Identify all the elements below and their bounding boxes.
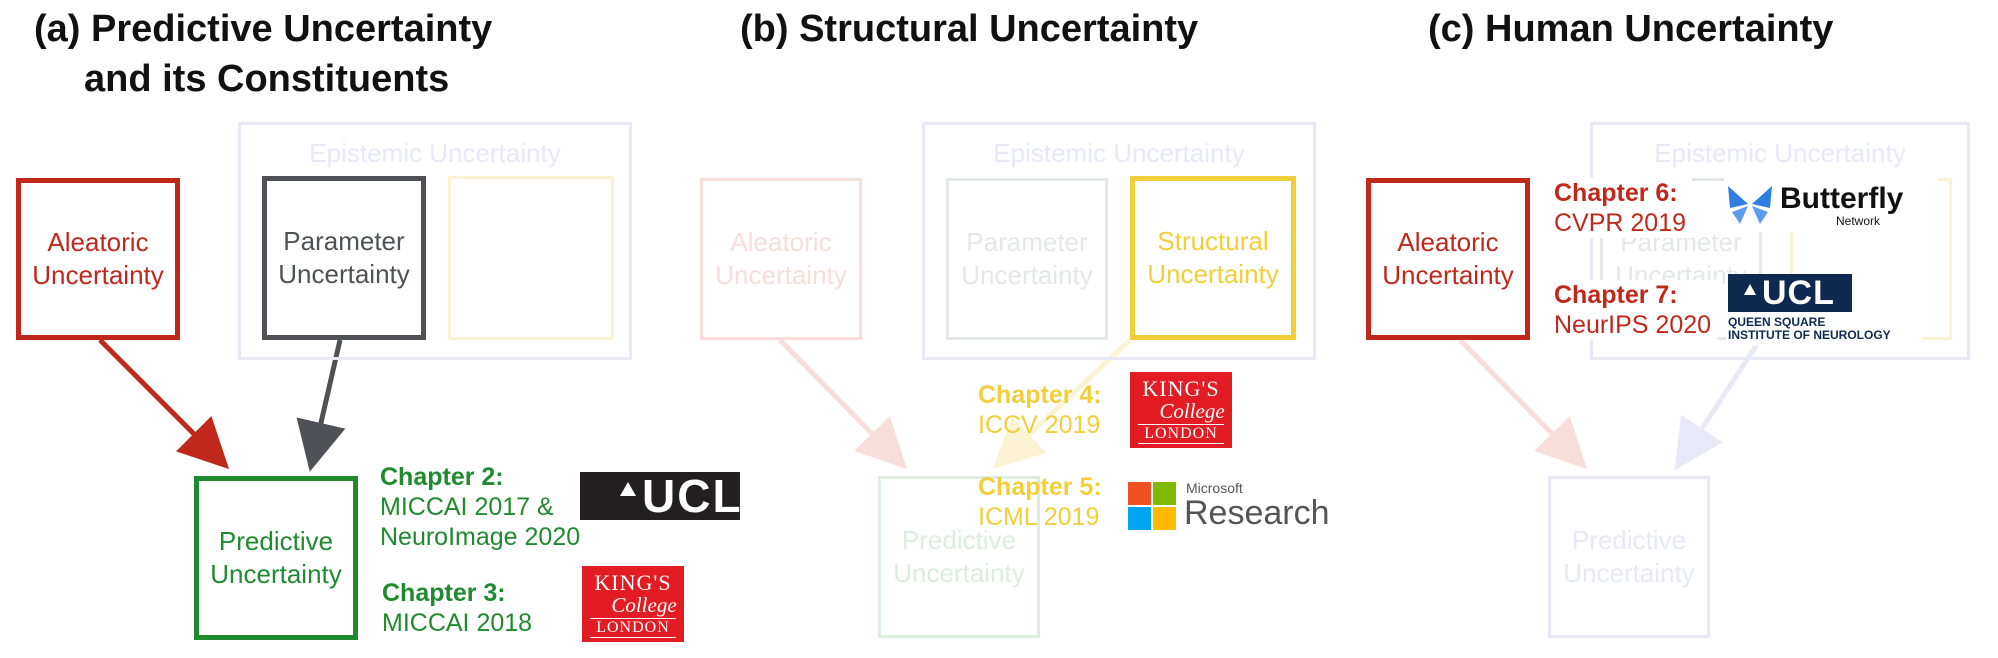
chapter-4-venue: ICCV 2019 (978, 411, 1101, 439)
parameter-faint-b-label-2: Uncertainty (961, 260, 1093, 290)
chapter-6-venue: CVPR 2019 (1554, 209, 1687, 237)
aleatoric-faint-b-label-1: Aleatoric (730, 227, 832, 257)
arrow-faint-c-right (1674, 338, 1763, 471)
structural-box-faint-a (448, 176, 614, 340)
predictive-faint-b-label-1: Predictive (901, 525, 1017, 555)
kcl-logo-a-line2: College (611, 593, 677, 617)
structural-label-2: Uncertainty (1147, 259, 1279, 289)
ms-logo-text-2: Research (1184, 494, 1330, 532)
aleatoric-faint-b-label-2: Uncertainty (715, 260, 847, 290)
aleatoric-c-label-2: Uncertainty (1382, 260, 1514, 290)
chapter-7-venue: NeurIPS 2020 (1554, 311, 1712, 339)
ms-square-yellow (1153, 507, 1176, 530)
aleatoric-label-1: Aleatoric (47, 227, 149, 257)
epistemic-container-a: Epistemic Uncertainty (238, 122, 632, 360)
aleatoric-c-label-1: Aleatoric (1397, 227, 1499, 257)
arrow-faint-b-left (778, 338, 908, 470)
kcl-logo-b: KING'S College LONDON (1130, 372, 1232, 448)
predictive-label-2: Uncertainty (210, 559, 342, 589)
title-c: (c) Human Uncertainty (1428, 8, 1834, 50)
butterfly-icon (1728, 186, 1772, 224)
arrow-parameter-to-predictive (296, 339, 346, 472)
ms-square-green (1153, 482, 1176, 505)
parameter-label-1: Parameter (283, 226, 405, 256)
ucl-logo-text: UCL (642, 470, 743, 522)
chapter-4-block: Chapter 4: ICCV 2019 (978, 380, 1102, 440)
chapter-2-block: Chapter 2: MICCAI 2017 & NeuroImage 2020 (380, 462, 580, 552)
chapter-3-venue: MICCAI 2018 (382, 609, 533, 637)
predictive-faint-b-label-2: Uncertainty (893, 558, 1025, 588)
kcl-logo-b-line2: College (1159, 399, 1225, 423)
butterfly-logo-subtext: Network (1836, 214, 1881, 228)
title-a-line1: (a) Predictive Uncertainty (34, 8, 493, 50)
ucl-qs-dome-icon (1744, 284, 1756, 295)
title-a-line2: and its Constituents (84, 58, 450, 100)
ms-logo-text-1: Microsoft (1186, 480, 1243, 496)
chapter-6-block: Chapter 6: CVPR 2019 (1554, 178, 1693, 238)
ucl-qs-mark: UCL (1728, 274, 1852, 312)
predictive-faint-c-label-1: Predictive (1571, 525, 1687, 555)
chapter-7-heading: Chapter 7: (1554, 281, 1678, 309)
epistemic-label-a: Epistemic Uncertainty (309, 138, 561, 168)
epistemic-label-b: Epistemic Uncertainty (993, 138, 1245, 168)
chapter-3-block: Chapter 3: MICCAI 2018 (382, 578, 532, 638)
kcl-logo-b-line1: KING'S (1142, 376, 1220, 401)
predictive-label-1: Predictive (218, 526, 334, 556)
chapter-7-block: Chapter 7: NeurIPS 2020 (1554, 280, 1718, 340)
microsoft-research-logo: Microsoft Research (1128, 480, 1348, 534)
kcl-logo-b-line3: LONDON (1138, 424, 1224, 444)
kcl-logo-a-line3: LONDON (590, 618, 676, 638)
epistemic-container-c: Epistemic Uncertainty (1590, 122, 1970, 360)
chapter-5-venue: ICML 2019 (978, 503, 1100, 531)
chapter-5-block: Chapter 5: ICML 2019 (978, 472, 1102, 532)
arrow-aleatoric-to-predictive (98, 338, 230, 470)
parameter-label-2: Uncertainty (278, 259, 410, 289)
ucl-logo: UCL (580, 470, 743, 522)
epistemic-container-b: Epistemic Uncertainty (922, 122, 1316, 360)
predictive-faint-c-label-2: Uncertainty (1563, 558, 1695, 588)
ucl-queen-square-logo: UCL QUEEN SQUARE INSTITUTE OF NEUROLOGY (1726, 274, 1922, 346)
butterfly-network-logo: Butterfly Network (1724, 178, 1938, 232)
epistemic-label-c: Epistemic Uncertainty (1654, 138, 1906, 168)
ucl-qs-logo-text: UCL (1762, 274, 1835, 312)
parameter-faint-b-label-1: Parameter (966, 227, 1088, 257)
chapter-4-heading: Chapter 4: (978, 381, 1102, 409)
title-b: (b) Structural Uncertainty (740, 8, 1199, 50)
structural-label-1: Structural (1157, 226, 1269, 256)
ucl-qs-subtext-1: QUEEN SQUARE (1728, 315, 1826, 329)
chapter-2-venue-2: NeuroImage 2020 (380, 523, 581, 551)
chapter-2-venue-1: MICCAI 2017 & (380, 493, 554, 521)
kcl-logo-a-line1: KING'S (594, 570, 672, 595)
chapter-6-heading: Chapter 6: (1554, 179, 1678, 207)
chapter-3-heading: Chapter 3: (382, 579, 506, 607)
kcl-logo-a: KING'S College LONDON (582, 566, 684, 642)
chapter-2-heading: Chapter 2: (380, 463, 504, 491)
ucl-qs-subtext-2: INSTITUTE OF NEUROLOGY (1728, 328, 1891, 342)
ucl-dome-icon (620, 482, 636, 496)
butterfly-logo-text: Butterfly (1780, 182, 1904, 215)
ms-square-blue (1128, 507, 1151, 530)
arrow-faint-c-left (1458, 338, 1588, 470)
ms-square-red (1128, 482, 1151, 505)
aleatoric-label-2: Uncertainty (32, 260, 164, 290)
chapter-5-heading: Chapter 5: (978, 473, 1102, 501)
arrow-faint-b-right (992, 338, 1132, 469)
